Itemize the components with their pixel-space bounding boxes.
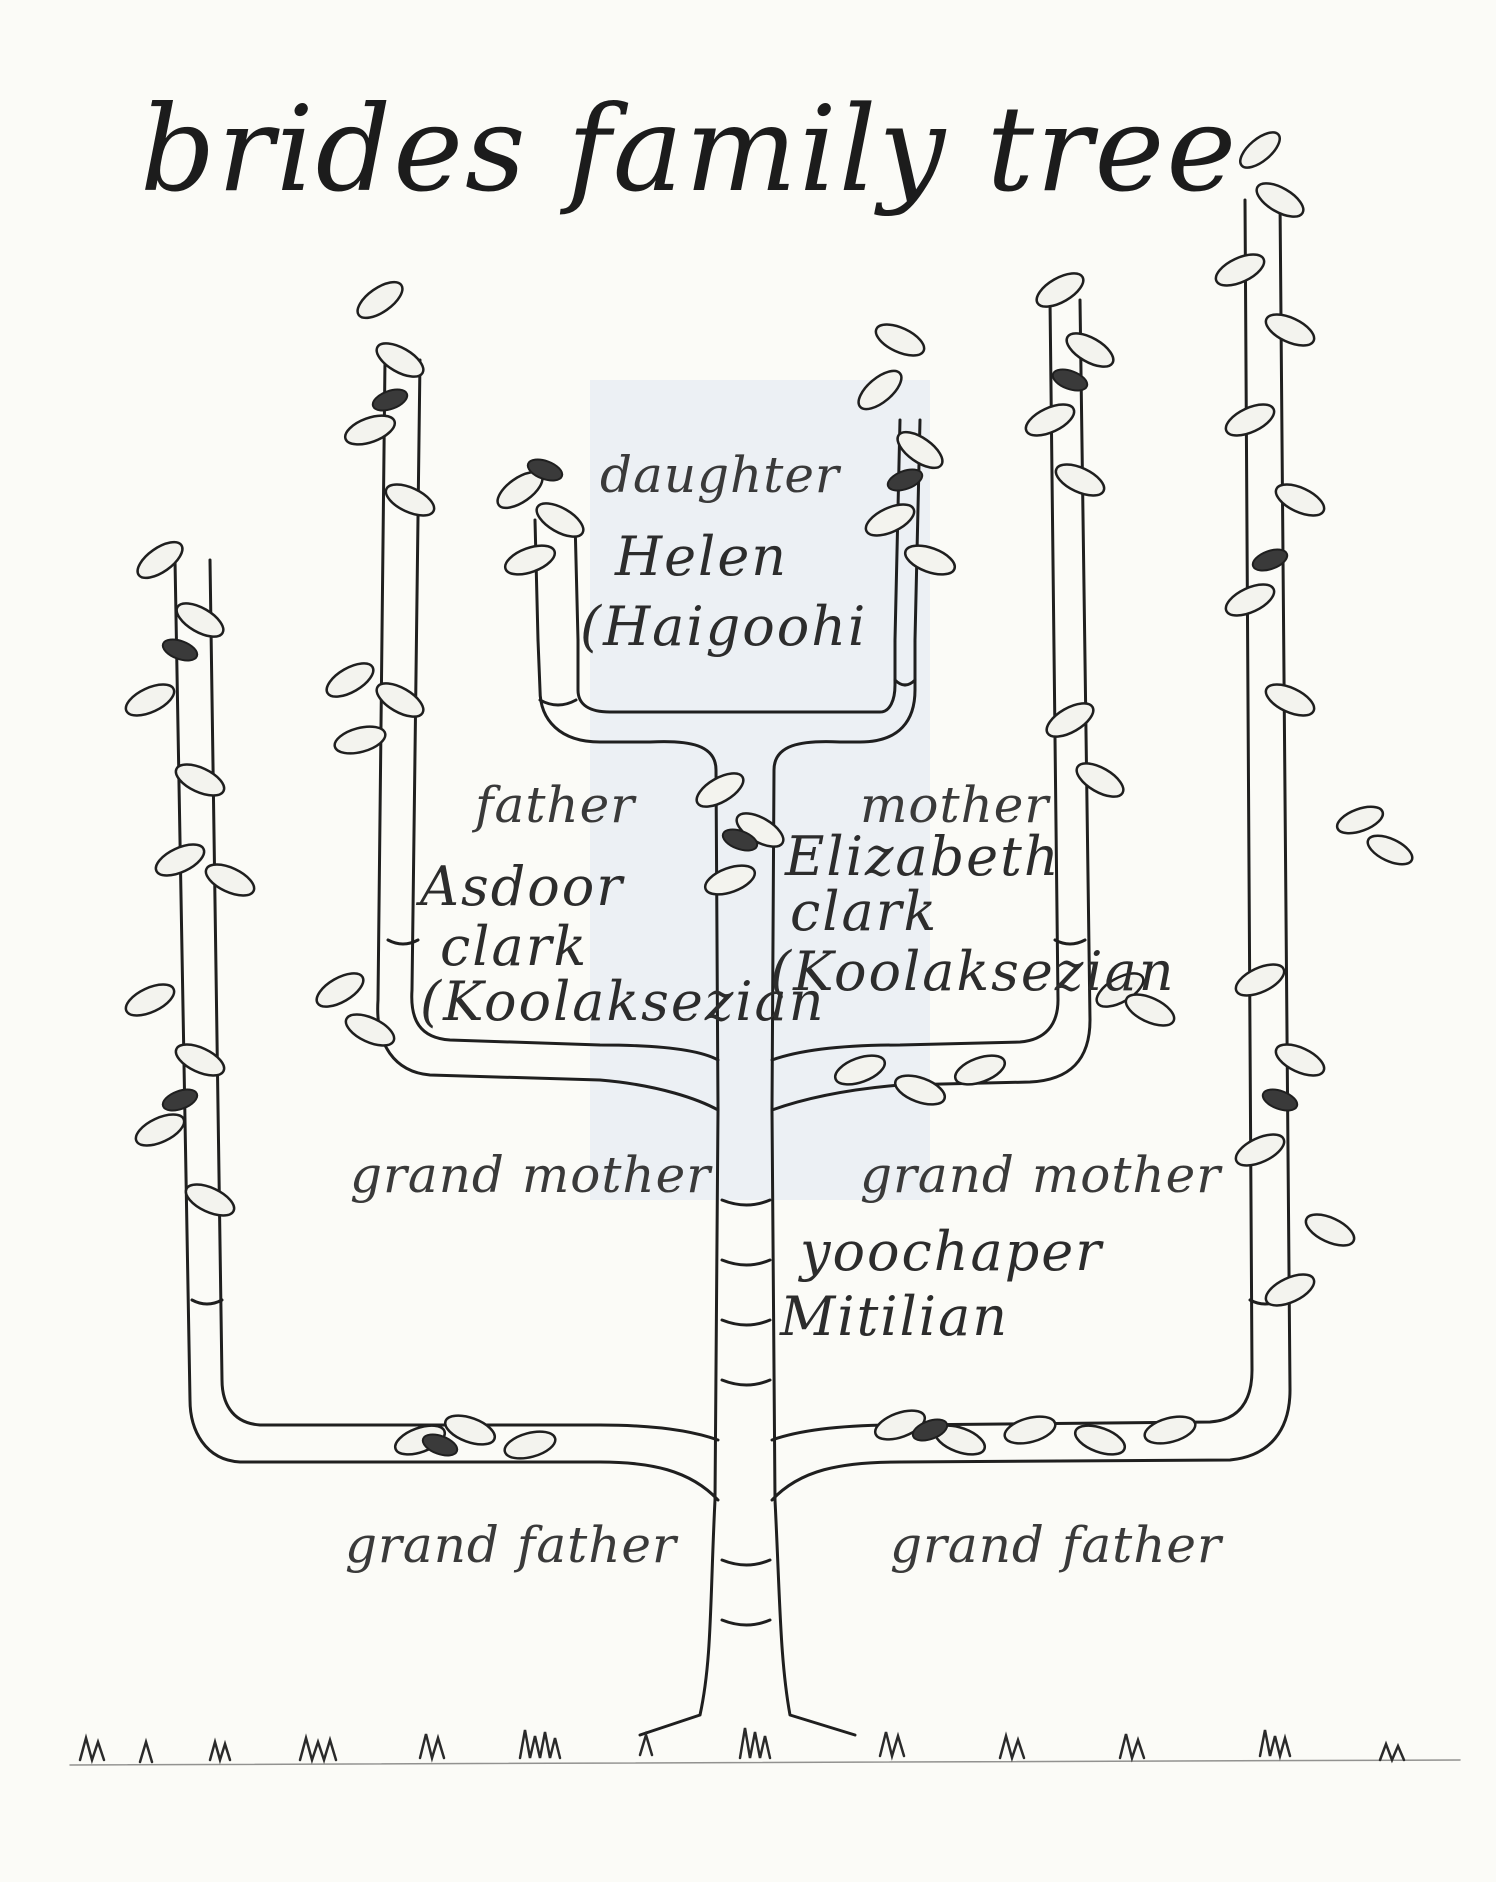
father-name-line3: (Koolaksezian bbox=[420, 970, 826, 1033]
leaves bbox=[124, 131, 1414, 1460]
father-name-line1: Asdoor bbox=[420, 855, 625, 918]
grass bbox=[69, 1727, 1461, 1766]
mother-name-line1: Elizabeth bbox=[785, 825, 1061, 888]
father-role-label: father bbox=[475, 776, 636, 834]
mother-name-line3: (Koolaksezian bbox=[770, 940, 1176, 1003]
maternal-grandmother-role-label: grand mother bbox=[860, 1146, 1222, 1204]
dark-leaves bbox=[161, 368, 1299, 1457]
mother-role-label: mother bbox=[860, 776, 1050, 834]
daughter-role-label: daughter bbox=[600, 446, 840, 504]
page-title: brides family tree bbox=[140, 80, 1239, 218]
father-name-line2: clark bbox=[440, 915, 589, 978]
paternal-grandfather-role-label: grand father bbox=[345, 1516, 677, 1574]
daughter-name-line1: Helen bbox=[615, 525, 789, 588]
maternal-grandmother-name-line2: Mitilian bbox=[780, 1285, 1010, 1348]
mother-name-line2: clark bbox=[790, 880, 939, 943]
daughter-name-line2: (Haigoohi bbox=[580, 595, 868, 658]
maternal-grandfather-role-label: grand father bbox=[890, 1516, 1222, 1574]
paternal-grandmother-role-label: grand mother bbox=[350, 1146, 712, 1204]
maternal-grandmother-name-line1: yoochaper bbox=[800, 1220, 1104, 1283]
